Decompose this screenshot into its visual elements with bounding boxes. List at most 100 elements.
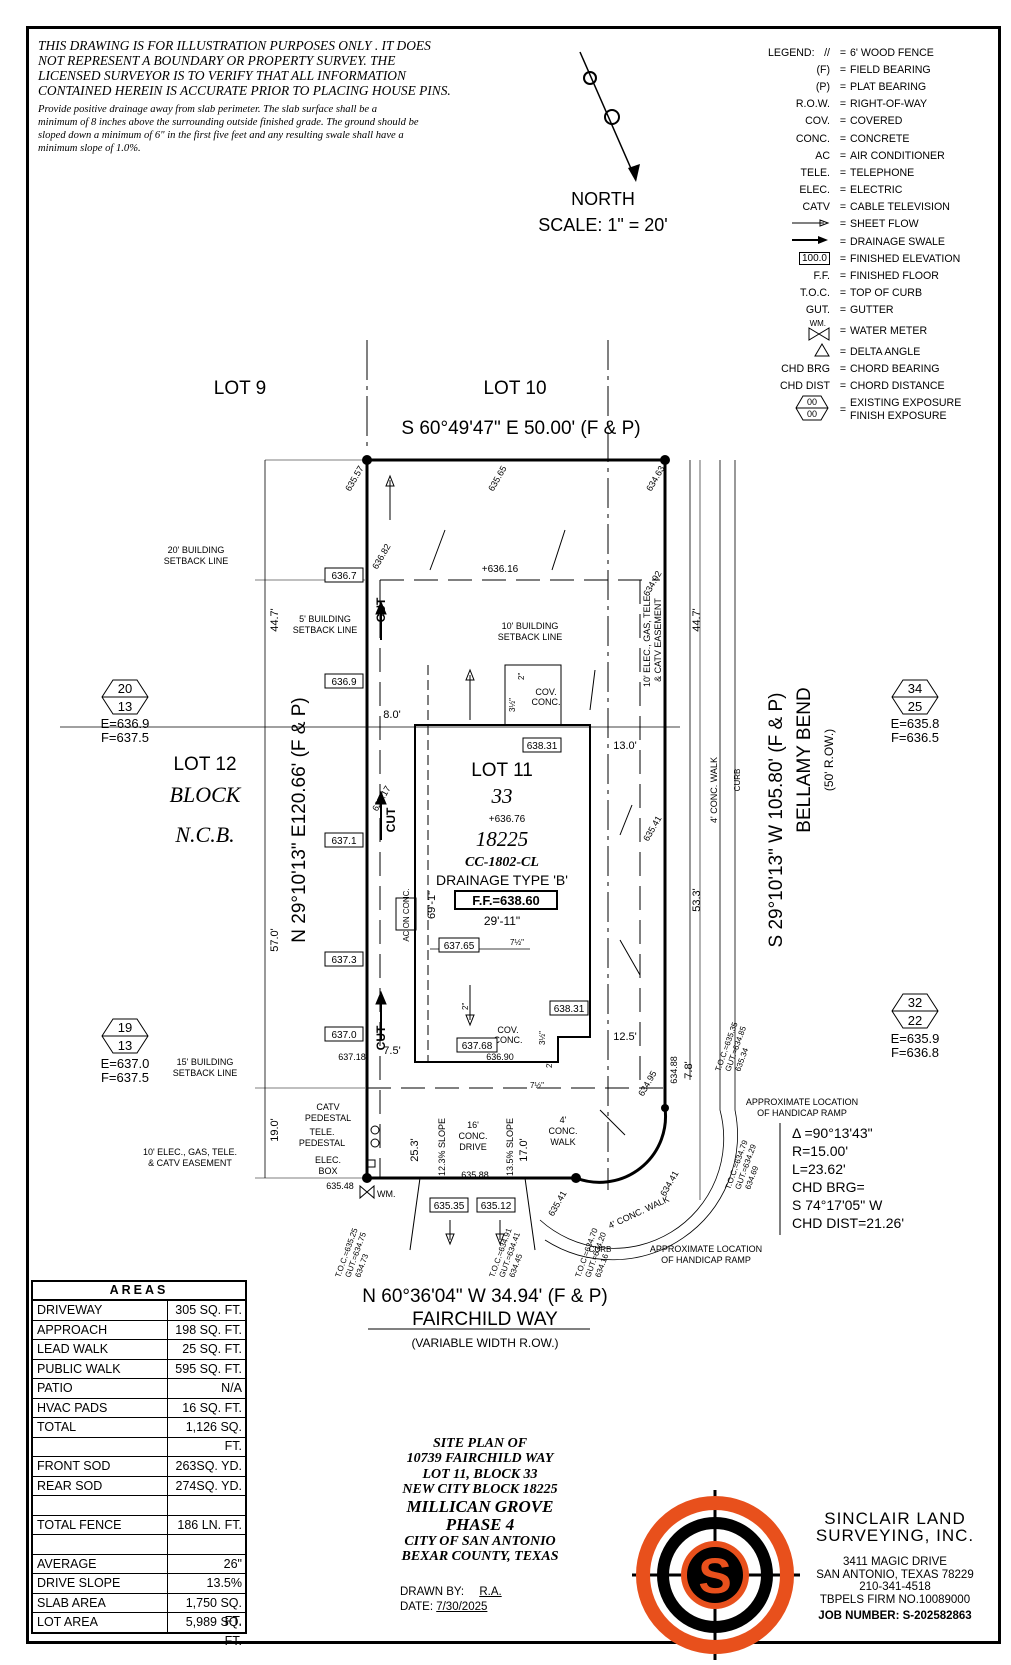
svg-text:10' ELEC., GAS, TELE.: 10' ELEC., GAS, TELE.	[642, 593, 652, 687]
svg-text:CURB: CURB	[733, 769, 742, 792]
boxed-elevations: 636.7 636.9 637.1 637.3 637.0 637.65 637…	[324, 567, 589, 1213]
svg-text:635.41: 635.41	[546, 1189, 568, 1218]
svg-text:7.8': 7.8'	[683, 1061, 695, 1078]
svg-text:00: 00	[807, 409, 817, 419]
svg-text:E=637.0: E=637.0	[101, 1056, 150, 1071]
sheet-border	[26, 26, 1001, 1644]
street-bottom: FAIRCHILD WAY	[412, 1309, 558, 1330]
svg-text:635.65: 635.65	[486, 464, 508, 493]
inch-marks: 3½" 2" 7½" 2" 3½" 2" 7½"	[461, 673, 554, 1090]
svg-text:634.63: 634.63	[644, 464, 666, 493]
svg-text:SETBACK LINE: SETBACK LINE	[164, 556, 229, 566]
catv-pedestal-icon	[370, 1125, 380, 1135]
exposure-marker-3: 34 25 E=635.8 F=636.5	[891, 679, 939, 745]
svg-text:25: 25	[908, 699, 922, 714]
svg-text:69'-1": 69'-1"	[426, 891, 438, 919]
svg-text:CUT: CUT	[374, 1025, 388, 1050]
svg-text:634.92: 634.92	[641, 569, 663, 598]
svg-text:CUT: CUT	[384, 807, 398, 832]
scale-label: SCALE: 1" = 20'	[538, 215, 667, 235]
svg-text:TELE.: TELE.	[309, 1127, 334, 1137]
drainage-swale-arrow-icon	[792, 236, 828, 245]
curb-elevations: T.O.C.=635.35 GUT.=634.85 635.34 T.O.C.=…	[333, 1020, 760, 1278]
exposure-marker-4: 32 22 E=635.9 F=636.8	[891, 993, 940, 1060]
svg-text:WM.: WM.	[377, 1189, 396, 1199]
lot11-label: LOT 11	[471, 760, 533, 781]
table-row	[33, 1496, 245, 1516]
svg-text:SETBACK LINE: SETBACK LINE	[293, 625, 358, 635]
svg-text:8.0': 8.0'	[383, 709, 400, 721]
svg-text:635.48: 635.48	[326, 1181, 354, 1191]
svg-text:636.7: 636.7	[331, 571, 356, 582]
svg-text:4': 4'	[560, 1115, 567, 1125]
svg-text:CURB: CURB	[589, 1245, 612, 1254]
svg-text:BOX: BOX	[318, 1166, 337, 1176]
company-info: SINCLAIR LAND SURVEYING, INC. 3411 MAGIC…	[790, 1510, 1000, 1623]
block-number: 33	[491, 784, 513, 808]
exposure-marker-2: 19 13 E=637.0 F=637.5	[101, 1018, 150, 1085]
svg-text:7.5': 7.5'	[383, 1045, 400, 1057]
svg-text:F=636.8: F=636.8	[891, 1045, 939, 1060]
svg-text:SETBACK LINE: SETBACK LINE	[498, 632, 563, 642]
svg-text:44.7': 44.7'	[269, 608, 281, 632]
svg-text:& CATV EASEMENT: & CATV EASEMENT	[148, 1158, 232, 1168]
svg-text:CHD DIST=21.26': CHD DIST=21.26'	[792, 1215, 904, 1231]
lot9-label: LOT 9	[214, 378, 266, 399]
svg-text:ELEC.: ELEC.	[315, 1155, 341, 1165]
svg-text:635.88: 635.88	[461, 1170, 489, 1180]
svg-text:635.12: 635.12	[481, 1201, 512, 1212]
left-bearing: N 29°10'13" E120.66' (F & P)	[289, 697, 310, 943]
drawn-by: DRAWN BY: R.A. DATE: 7/30/2025	[400, 1586, 502, 1613]
svg-text:2": 2"	[545, 1061, 554, 1068]
svg-text:AC ON CONC.: AC ON CONC.	[402, 888, 411, 941]
svg-text:CONC.: CONC.	[494, 1035, 523, 1045]
company-name: SINCLAIR LAND	[824, 1509, 966, 1528]
tele-pedestal-icon	[370, 1138, 380, 1148]
svg-text:25.3': 25.3'	[409, 1138, 421, 1162]
svg-text:636.82: 636.82	[370, 542, 392, 571]
svg-text:2": 2"	[461, 1003, 470, 1010]
title-block: SITE PLAN OF 10739 FAIRCHILD WAY LOT 11,…	[401, 1436, 559, 1565]
legend-title: LEGEND:	[768, 46, 815, 59]
elec-box-icon	[367, 1159, 376, 1168]
svg-text:19.0': 19.0'	[269, 1118, 281, 1142]
svg-text:3½": 3½"	[508, 698, 517, 712]
svg-text:COV.: COV.	[497, 1025, 518, 1035]
svg-text:22: 22	[908, 1013, 922, 1028]
svg-text:12.5': 12.5'	[613, 1031, 637, 1043]
svg-text:& CATV EASEMENT: & CATV EASEMENT	[653, 598, 663, 682]
water-meter-icon	[808, 326, 830, 341]
svg-text:10' BUILDING: 10' BUILDING	[502, 621, 559, 631]
svg-text:20: 20	[118, 681, 132, 696]
svg-text:4' CONC. WALK: 4' CONC. WALK	[607, 1194, 671, 1231]
water-meter-icon	[359, 1184, 375, 1200]
svg-text:638.31: 638.31	[554, 1004, 585, 1015]
svg-text:DRAINAGE TYPE 'B': DRAINAGE TYPE 'B'	[436, 872, 568, 888]
svg-text:CONC.: CONC.	[532, 697, 561, 707]
svg-text:+636.76: +636.76	[489, 814, 526, 825]
svg-text:638.31: 638.31	[527, 741, 558, 752]
svg-text:OF HANDICAP RAMP: OF HANDICAP RAMP	[661, 1255, 751, 1265]
disclaimer-note: THIS DRAWING IS FOR ILLUSTRATION PURPOSE…	[38, 38, 451, 98]
svg-text:APPROXIMATE LOCATION: APPROXIMATE LOCATION	[650, 1244, 762, 1254]
svg-text:CUT: CUT	[374, 597, 388, 622]
svg-text:PEDESTAL: PEDESTAL	[299, 1138, 345, 1148]
svg-text:CONC.: CONC.	[459, 1131, 488, 1141]
svg-text:F=637.5: F=637.5	[101, 730, 149, 745]
right-bearing: S 29°10'13" W 105.80' (F & P)	[766, 693, 787, 948]
svg-text:4' CONC. WALK: 4' CONC. WALK	[709, 757, 719, 823]
svg-text:L=23.62': L=23.62'	[792, 1161, 846, 1177]
table-row	[33, 1437, 245, 1457]
svg-text:E=635.9: E=635.9	[891, 1031, 940, 1046]
svg-text:13: 13	[118, 699, 132, 714]
svg-text:15' BUILDING: 15' BUILDING	[177, 1057, 234, 1067]
north-label: NORTH	[571, 189, 635, 209]
job-number: JOB NUMBER: S-202582863	[818, 1610, 972, 1622]
bottom-bearing: N 60°36'04" W 34.94' (F & P)	[362, 1286, 607, 1307]
svg-text:634.88: 634.88	[669, 1056, 679, 1084]
